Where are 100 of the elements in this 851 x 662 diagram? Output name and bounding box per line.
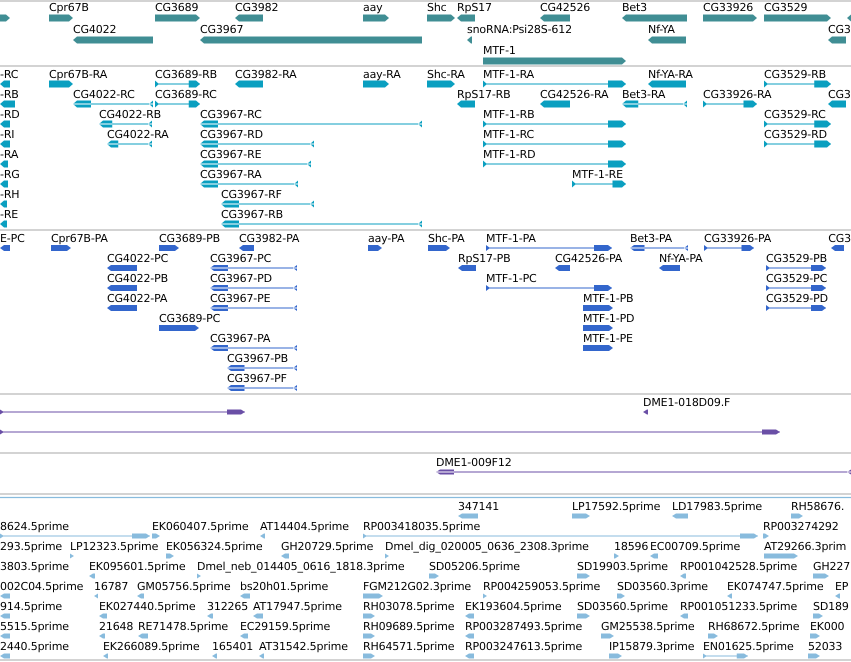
est-label: 3803.5prime	[0, 560, 69, 573]
transcript-label: CG3689-RB	[155, 68, 218, 81]
protein-label: CG4022-PC	[107, 252, 168, 265]
est-label: FGM212G02.3prime	[363, 580, 471, 593]
gene-label: Bet3	[622, 1, 648, 14]
gene-label: MTF-1	[483, 44, 516, 57]
est-label: LP12323.5prime	[70, 540, 158, 553]
est-label: EN01625.5prime	[703, 640, 794, 653]
transcript-label: CG3529-RC	[764, 108, 826, 121]
est-label: AT31542.5prime	[259, 640, 348, 653]
transcript-label: CG3967-RA	[200, 168, 262, 181]
est-label: GM05756.5prime	[137, 580, 230, 593]
est-label: RH68672.5prime	[708, 620, 800, 633]
est-label: RP004259053.5prime	[483, 580, 600, 593]
est-label: RP003287493.5prime	[465, 620, 582, 633]
est-label: 16787	[94, 580, 128, 593]
transcript-label: CG3967-RE	[200, 148, 262, 161]
transcript-label: MTF-1-RB	[483, 108, 534, 121]
transcript-label: CG3689-RC	[155, 88, 217, 101]
transcript-label: CG3529-RB	[764, 68, 826, 81]
est-label: RP001051233.5prime	[680, 600, 798, 613]
protein-label: MTF-1-PE	[583, 332, 633, 345]
gene-label: CG3529	[764, 1, 808, 14]
protein-label: CG3982-PA	[239, 232, 300, 245]
protein-label: CG3529-PB	[766, 252, 827, 265]
transcript-label: CG42526-RA	[540, 88, 608, 101]
est-label: EK027440.5prime	[99, 600, 196, 613]
protein-label: RpS17-PB	[458, 252, 511, 265]
est-label: 21648	[99, 620, 134, 633]
est-label: RH64571.5prime	[363, 640, 454, 653]
transcript-label: CG33926-RA	[703, 88, 772, 101]
clone-label: DME1-009F12	[436, 456, 512, 469]
transcript-label: Nf-YA-RA	[648, 68, 693, 81]
transcript-label: CG3967-RD	[200, 128, 263, 141]
est-label: RP001042528.5prime	[680, 560, 798, 573]
est-label: 5515.5prime	[0, 620, 69, 633]
protein-label: aay-PA	[368, 232, 404, 245]
gene-label: CG3967	[200, 23, 244, 36]
transcript-label: CG3982-RA	[235, 68, 297, 81]
protein-label: CG4022-PB	[107, 272, 168, 285]
est-label: AT14404.5prime	[260, 520, 349, 533]
transcript-label: -RC	[0, 68, 18, 81]
protein-label: CG33926-PA	[704, 232, 772, 245]
gene-label: aay	[363, 1, 383, 14]
protein-label: MTF-1-PA	[486, 232, 536, 245]
est-label: EC00709.5prime	[650, 540, 740, 553]
transcript-label: aay-RA	[363, 68, 401, 81]
transcript-label: Cpr67B-RA	[49, 68, 108, 81]
est-label: AT29266.3prim	[764, 540, 846, 553]
transcript-label: -RA	[0, 148, 18, 161]
protein-label: CG3529-PD	[766, 292, 828, 305]
protein-label: MTF-1-PC	[486, 272, 537, 285]
est-label: EK074747.5prime	[727, 580, 824, 593]
est-label: RH58676.	[791, 500, 844, 513]
est-label: RE71478.5prime	[138, 620, 228, 633]
gene-label: snoRNA:Psi28S-612	[467, 23, 572, 36]
protein-label: Shc-PA	[428, 232, 465, 245]
protein-label: CG42526-PA	[555, 252, 622, 265]
transcript-label: MTF-1-RC	[483, 128, 534, 141]
protein-label: MTF-1-PB	[583, 292, 634, 305]
est-label: EK060407.5prime	[152, 520, 248, 533]
transcript-label: CG3967-RF	[221, 188, 282, 201]
transcript-label: -RB	[0, 88, 19, 101]
est-label: RH09689.5prime	[363, 620, 454, 633]
transcript-label: Bet3-RA	[622, 88, 666, 101]
transcript-label: Shc-RA	[427, 68, 465, 81]
protein-label: CG4022-PA	[107, 292, 168, 305]
est-label: EC29159.5prime	[240, 620, 330, 633]
est-label: Dmel_dig_020005_0636_2308.3prime	[385, 540, 589, 553]
gene-label: CG3	[828, 23, 851, 36]
gene-label: Shc	[427, 1, 447, 14]
est-label: 002C04.5prime	[0, 580, 84, 593]
est-label: EP	[835, 580, 848, 593]
est-label: RP003247613.5prime	[465, 640, 582, 653]
est-label: LP17592.5prime	[572, 500, 660, 513]
est-label: 52033	[808, 640, 842, 653]
gene-label: CG4022	[73, 23, 116, 36]
transcript-label: -RH	[0, 188, 20, 201]
est-label: Dmel_neb_014405_0616_1818.3prime	[197, 560, 404, 573]
est-label: 293.5prime	[0, 540, 62, 553]
est-label: bs20h01.5prime	[240, 580, 328, 593]
gene-label: RpS17	[457, 1, 492, 14]
gene-label: CG33926	[703, 1, 754, 14]
protein-label: CG3	[828, 232, 851, 245]
est-label: EK266089.5prime	[103, 640, 200, 653]
protein-label: Cpr67B-PA	[51, 232, 108, 245]
gene-label: CG42526	[540, 1, 590, 14]
gene-label: Cpr67B	[49, 1, 89, 14]
gene-label: CG3689	[155, 1, 198, 14]
transcript-label: CG4022-RC	[73, 88, 135, 101]
transcript-label: MTF-1-RD	[483, 148, 536, 161]
est-label: GH227	[813, 560, 850, 573]
transcript-label: -RG	[0, 168, 20, 181]
protein-label: CG3967-PE	[210, 292, 270, 305]
transcript-label: CG4022-RA	[107, 128, 169, 141]
est-label: EK000	[810, 620, 844, 633]
est-label: RP003274292	[763, 520, 839, 533]
est-label: EK056324.5prime	[166, 540, 262, 553]
est-label: 312265	[207, 600, 248, 613]
gene-label: Nf-YA	[648, 23, 675, 36]
